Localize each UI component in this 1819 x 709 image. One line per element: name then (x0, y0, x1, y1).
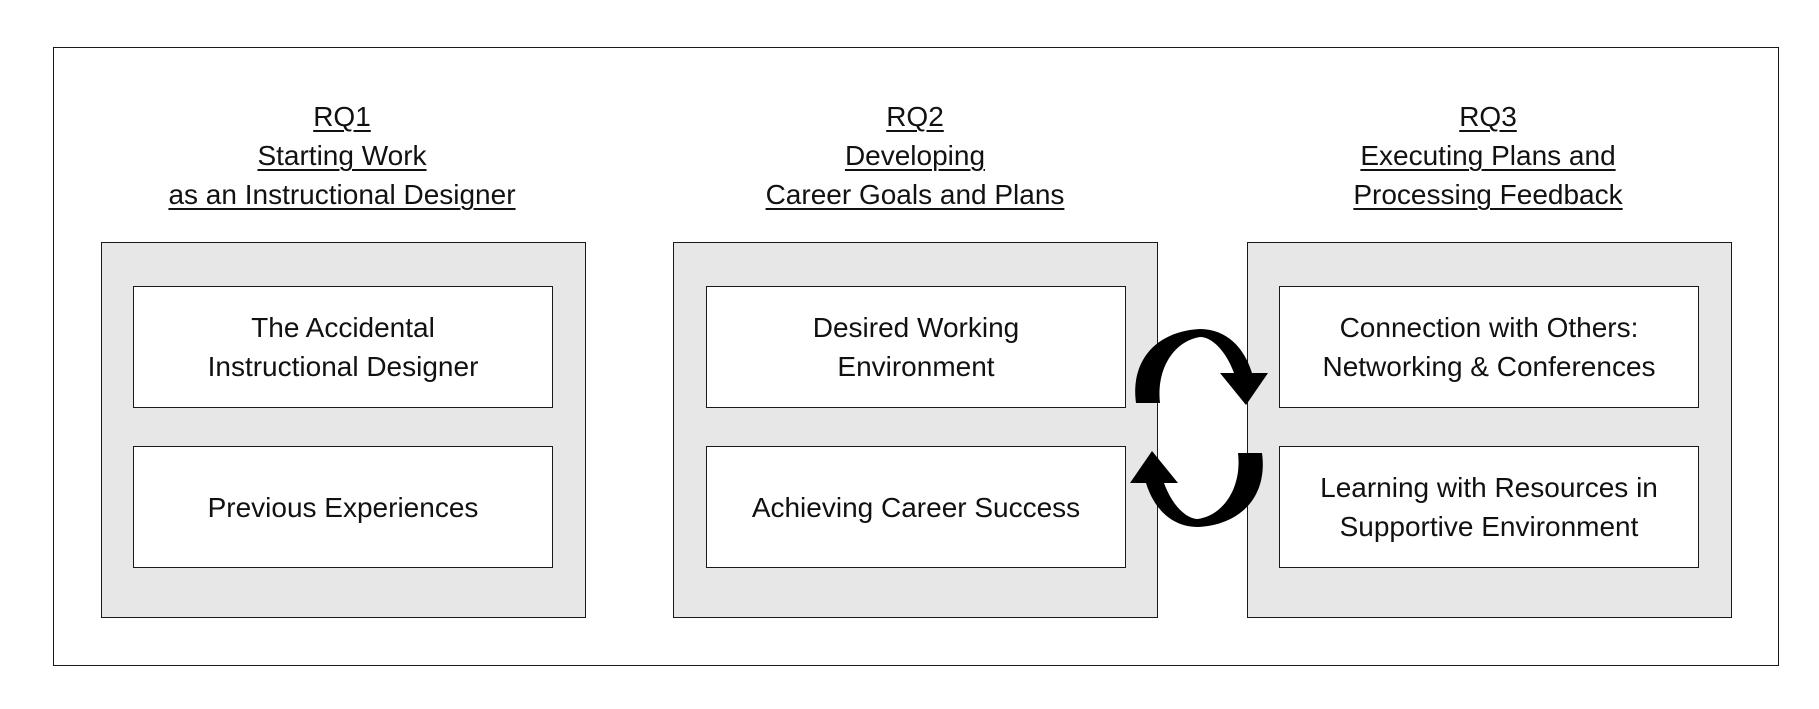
rq3-theme-1: Connection with Others: Networking & Con… (1279, 286, 1699, 408)
rq3-label: RQ3 (1459, 101, 1517, 132)
diagram-frame (53, 47, 1779, 666)
cycle-arrows-icon (1130, 329, 1268, 527)
rq2-theme-1-line-1: Desired Working (812, 312, 1020, 343)
rq2-theme-2-line-1: Achieving Career Success (751, 491, 1081, 523)
rq1-theme-2-line-1: Previous Experiences (207, 491, 479, 523)
rq1-theme-2: Previous Experiences (133, 446, 553, 568)
cycle-arrow-bottom-icon (1130, 451, 1263, 527)
rq1-label: RQ1 (313, 101, 371, 132)
rq3-panel: Connection with Others: Networking & Con… (1247, 242, 1732, 618)
rq3-heading: RQ3 Executing Plans and Processing Feedb… (1208, 97, 1768, 214)
rq2-title-line-1: Developing (844, 140, 986, 171)
rq2-panel: Desired Working Environment Achieving Ca… (673, 242, 1158, 618)
rq2-theme-2: Achieving Career Success (706, 446, 1126, 568)
rq1-theme-1-line-1: The Accidental (251, 312, 435, 343)
rq3-theme-1-line-1: Connection with Others: (1339, 312, 1639, 343)
rq1-heading: RQ1 Starting Work as an Instructional De… (62, 97, 622, 214)
rq3-theme-1-line-2: Networking & Conferences (1322, 351, 1656, 382)
rq1-theme-1-line-2: Instructional Designer (207, 351, 479, 382)
rq3-title-line-2: Processing Feedback (1353, 179, 1623, 210)
rq2-theme-1: Desired Working Environment (706, 286, 1126, 408)
rq3-title-line-1: Executing Plans and (1360, 140, 1616, 171)
cycle-arrow-top-icon (1135, 329, 1268, 405)
rq2-label: RQ2 (886, 101, 944, 132)
rq1-title-line-1: Starting Work (257, 140, 427, 171)
rq1-panel: The Accidental Instructional Designer Pr… (101, 242, 586, 618)
rq3-theme-2: Learning with Resources in Supportive En… (1279, 446, 1699, 568)
rq1-title-line-2: as an Instructional Designer (168, 179, 516, 210)
rq1-theme-1: The Accidental Instructional Designer (133, 286, 553, 408)
rq2-theme-1-line-2: Environment (837, 351, 995, 382)
rq2-title-line-2: Career Goals and Plans (765, 179, 1065, 210)
rq2-heading: RQ2 Developing Career Goals and Plans (635, 97, 1195, 214)
rq3-theme-2-line-2: Supportive Environment (1339, 511, 1639, 542)
rq3-theme-2-line-1: Learning with Resources in (1320, 472, 1658, 503)
